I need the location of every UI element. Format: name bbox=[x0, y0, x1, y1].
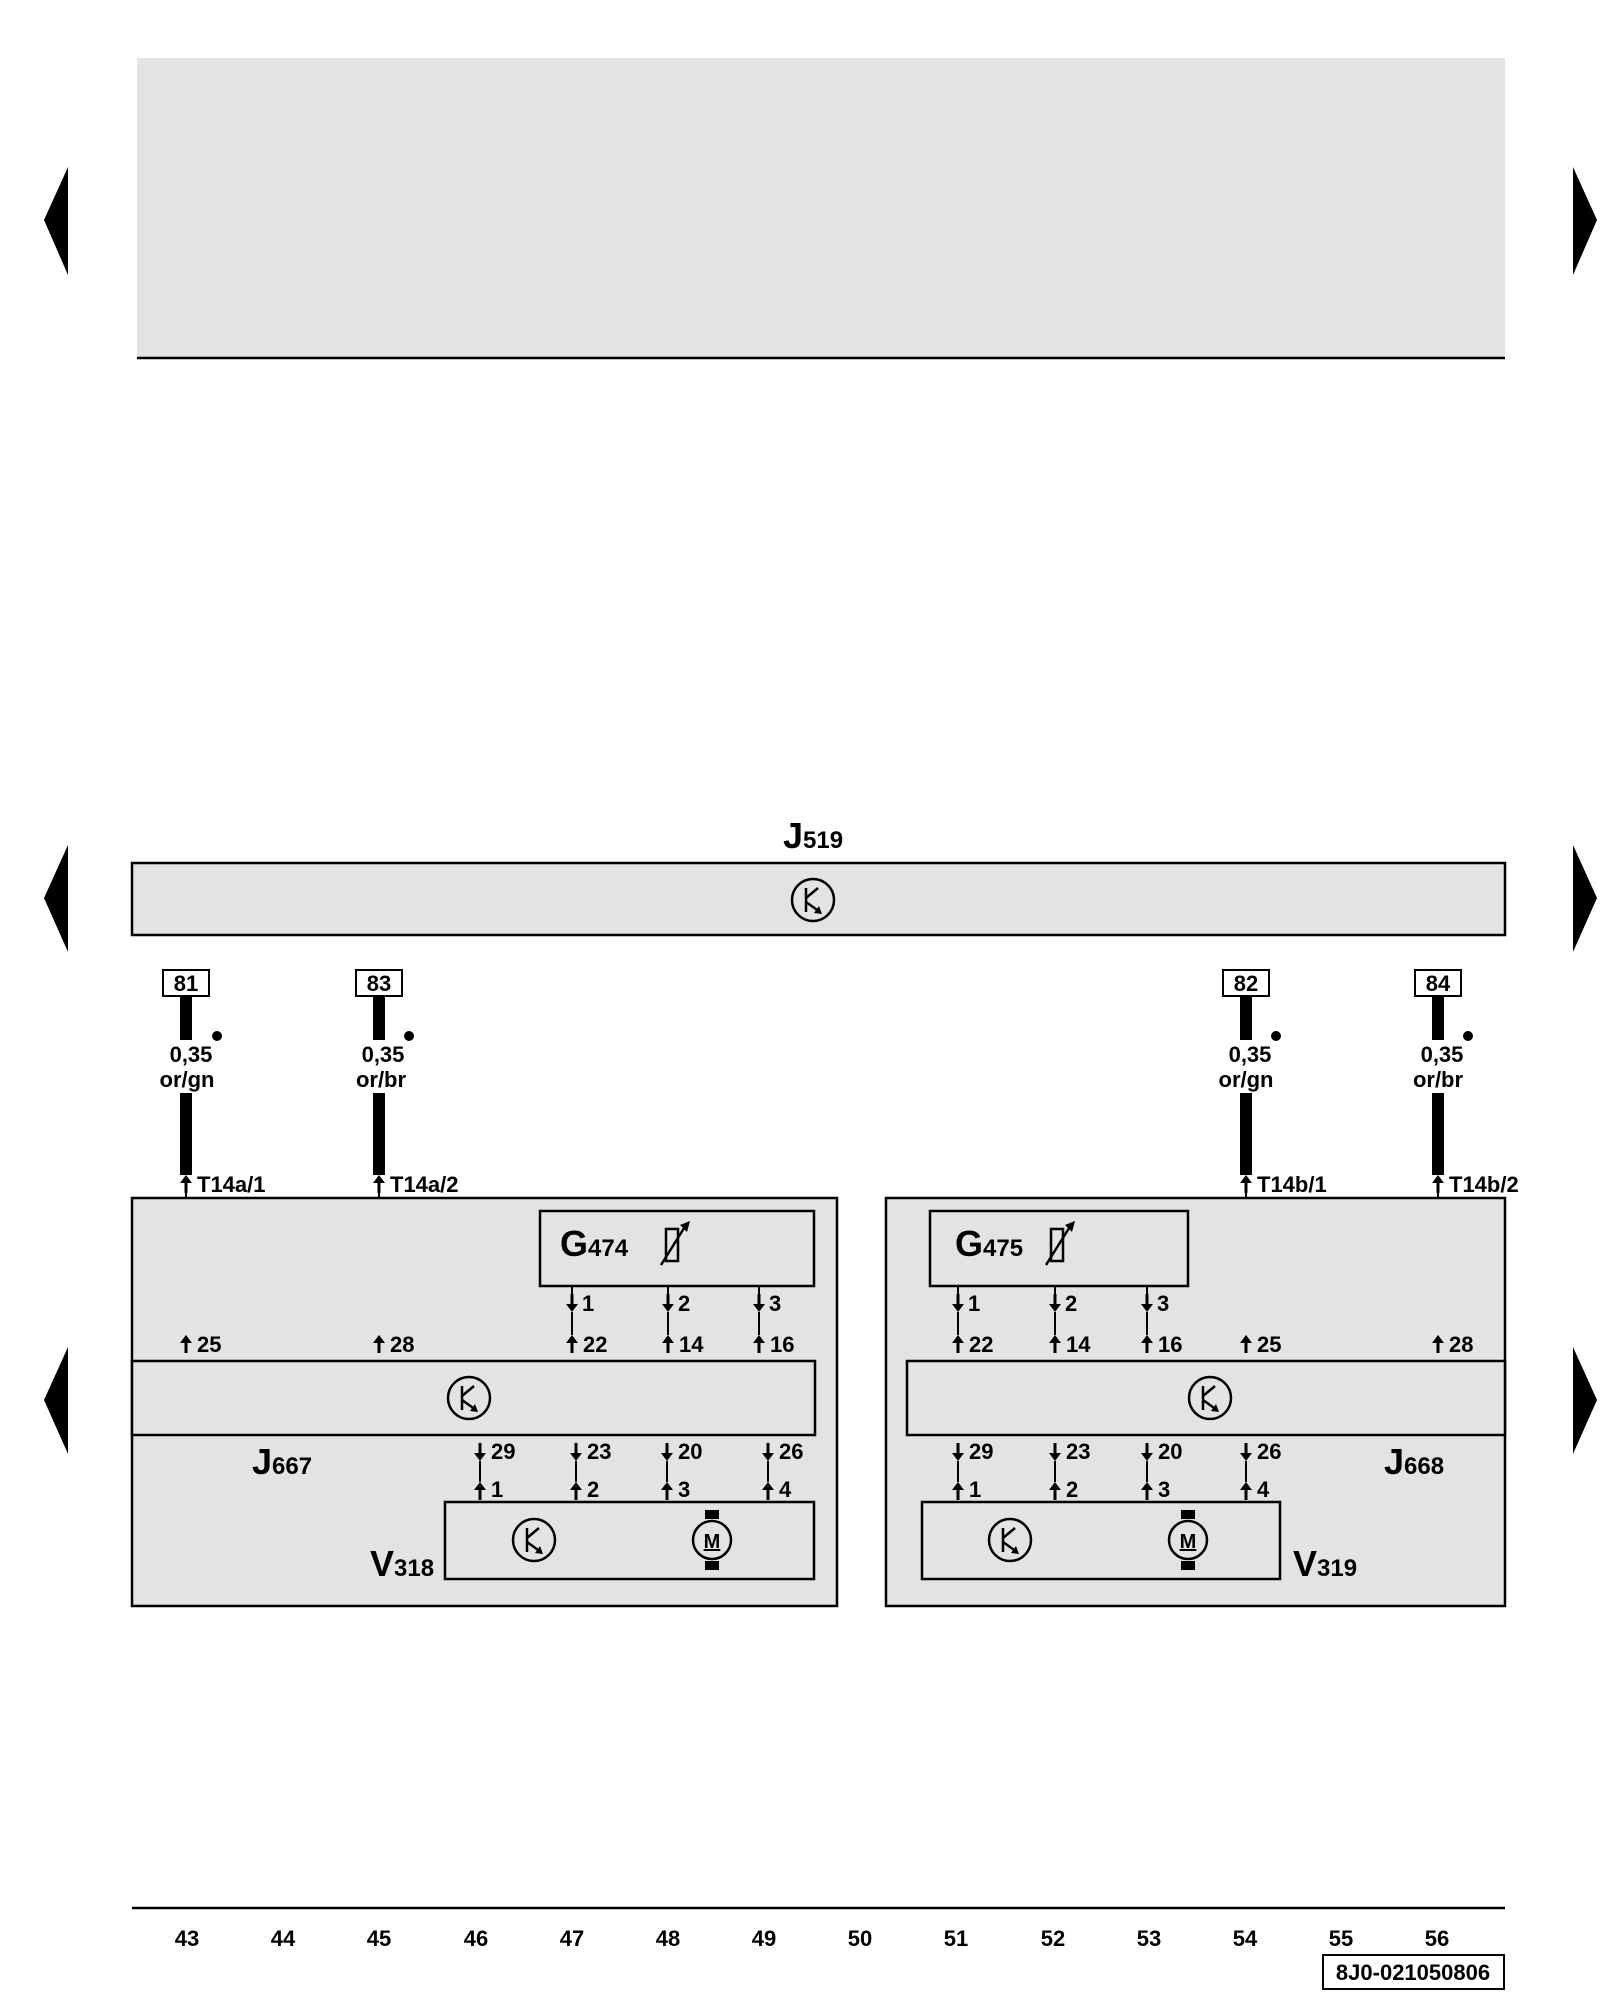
wire-84: 84 0,35 or/br T14b/2 bbox=[1413, 969, 1519, 1335]
motor-v319 bbox=[920, 1500, 1282, 1581]
svg-text:29: 29 bbox=[969, 1439, 993, 1464]
svg-text:1: 1 bbox=[968, 1291, 980, 1316]
sensor-g475 bbox=[928, 1209, 1190, 1288]
svg-text:3: 3 bbox=[678, 1477, 690, 1502]
svg-text:20: 20 bbox=[678, 1439, 702, 1464]
column-number: 50 bbox=[848, 1926, 872, 1951]
connector-label: T14b/2 bbox=[1449, 1172, 1519, 1197]
wire-color: or/br bbox=[1413, 1067, 1464, 1092]
motor-v318 bbox=[443, 1500, 816, 1581]
motor-label: V319 bbox=[1293, 1543, 1357, 1584]
nav-right-arrow-bottom[interactable] bbox=[1573, 1347, 1597, 1454]
svg-text:23: 23 bbox=[1066, 1439, 1090, 1464]
doc-code: 8J0-021050806 bbox=[1336, 1960, 1490, 1985]
svg-text:26: 26 bbox=[779, 1439, 803, 1464]
wire-ref: 81 bbox=[174, 971, 198, 996]
sensor-label: G475 bbox=[955, 1223, 1023, 1264]
motor-label: V318 bbox=[370, 1543, 434, 1584]
motor-m-label: M bbox=[704, 1531, 721, 1553]
column-number: 51 bbox=[944, 1926, 968, 1951]
svg-text:4: 4 bbox=[779, 1477, 792, 1502]
control-unit-bar-left bbox=[130, 1359, 817, 1437]
svg-text:29: 29 bbox=[491, 1439, 515, 1464]
svg-text:14: 14 bbox=[1066, 1332, 1091, 1357]
column-number: 53 bbox=[1137, 1926, 1161, 1951]
header-panel bbox=[137, 58, 1505, 358]
wire-size: 0,35 bbox=[1229, 1042, 1272, 1067]
nav-left-arrow-top[interactable] bbox=[44, 167, 68, 275]
module-label: J668 bbox=[1384, 1441, 1444, 1482]
column-number: 47 bbox=[560, 1926, 584, 1951]
svg-text:2: 2 bbox=[1066, 1477, 1078, 1502]
column-numbers: 43 44 45 46 47 48 49 50 51 52 53 54 55 5… bbox=[175, 1926, 1449, 1951]
column-number: 45 bbox=[367, 1926, 391, 1951]
column-number: 46 bbox=[464, 1926, 488, 1951]
column-number: 43 bbox=[175, 1926, 199, 1951]
column-number: 52 bbox=[1041, 1926, 1065, 1951]
nav-left-arrow-bottom[interactable] bbox=[44, 1347, 68, 1454]
column-number: 54 bbox=[1233, 1926, 1258, 1951]
controller-box bbox=[130, 861, 1507, 937]
svg-text:28: 28 bbox=[1449, 1332, 1473, 1357]
svg-text:2: 2 bbox=[587, 1477, 599, 1502]
column-number: 55 bbox=[1329, 1926, 1353, 1951]
svg-text:25: 25 bbox=[1257, 1332, 1281, 1357]
doc-code-box bbox=[1322, 1954, 1505, 1990]
wire-ref: 82 bbox=[1234, 971, 1258, 996]
sensor-label: G474 bbox=[560, 1223, 629, 1264]
svg-text:2: 2 bbox=[678, 1291, 690, 1316]
svg-text:3: 3 bbox=[769, 1291, 781, 1316]
svg-text:22: 22 bbox=[969, 1332, 993, 1357]
connector-label: T14a/2 bbox=[390, 1172, 459, 1197]
wire-82: 82 0,35 or/gn T14b/1 bbox=[1219, 969, 1327, 1335]
column-number: 48 bbox=[656, 1926, 680, 1951]
wire-color: or/gn bbox=[1219, 1067, 1274, 1092]
wire-size: 0,35 bbox=[362, 1042, 405, 1067]
connector-label: T14a/1 bbox=[197, 1172, 266, 1197]
wire-ref: 84 bbox=[1426, 971, 1451, 996]
wire-size: 0,35 bbox=[1421, 1042, 1464, 1067]
module-j667: G474 1 2 3 25 28 22 14 16 J667 29 23 20 … bbox=[130, 1196, 839, 1608]
svg-text:1: 1 bbox=[969, 1477, 981, 1502]
nav-right-arrow-middle[interactable] bbox=[1573, 845, 1597, 952]
svg-text:14: 14 bbox=[679, 1332, 704, 1357]
column-number: 49 bbox=[752, 1926, 776, 1951]
svg-text:25: 25 bbox=[197, 1332, 221, 1357]
svg-text:1: 1 bbox=[582, 1291, 594, 1316]
control-unit-bar-right bbox=[905, 1359, 1507, 1437]
wire-ref: 83 bbox=[367, 971, 391, 996]
connector-label: T14b/1 bbox=[1257, 1172, 1327, 1197]
svg-text:28: 28 bbox=[390, 1332, 414, 1357]
svg-text:3: 3 bbox=[1157, 1291, 1169, 1316]
column-number: 56 bbox=[1425, 1926, 1449, 1951]
svg-text:26: 26 bbox=[1257, 1439, 1281, 1464]
wire-size: 0,35 bbox=[170, 1042, 213, 1067]
svg-text:23: 23 bbox=[587, 1439, 611, 1464]
svg-text:3: 3 bbox=[1158, 1477, 1170, 1502]
svg-text:22: 22 bbox=[583, 1332, 607, 1357]
svg-text:2: 2 bbox=[1065, 1291, 1077, 1316]
wire-color: or/gn bbox=[160, 1067, 215, 1092]
svg-text:16: 16 bbox=[1158, 1332, 1182, 1357]
svg-text:1: 1 bbox=[491, 1477, 503, 1502]
motor-m-label: M bbox=[1180, 1531, 1197, 1553]
column-number: 44 bbox=[271, 1926, 296, 1951]
module-label: J667 bbox=[252, 1441, 312, 1482]
svg-text:20: 20 bbox=[1158, 1439, 1182, 1464]
svg-text:4: 4 bbox=[1257, 1477, 1270, 1502]
nav-right-arrow-top[interactable] bbox=[1573, 167, 1597, 275]
svg-text:16: 16 bbox=[770, 1332, 794, 1357]
nav-left-arrow-middle[interactable] bbox=[44, 845, 68, 952]
module-j668: G475 1 2 3 22 14 16 25 28 J668 29 23 20 … bbox=[884, 1196, 1507, 1608]
wire-color: or/br bbox=[356, 1067, 407, 1092]
controller-label: J519 bbox=[783, 815, 843, 856]
